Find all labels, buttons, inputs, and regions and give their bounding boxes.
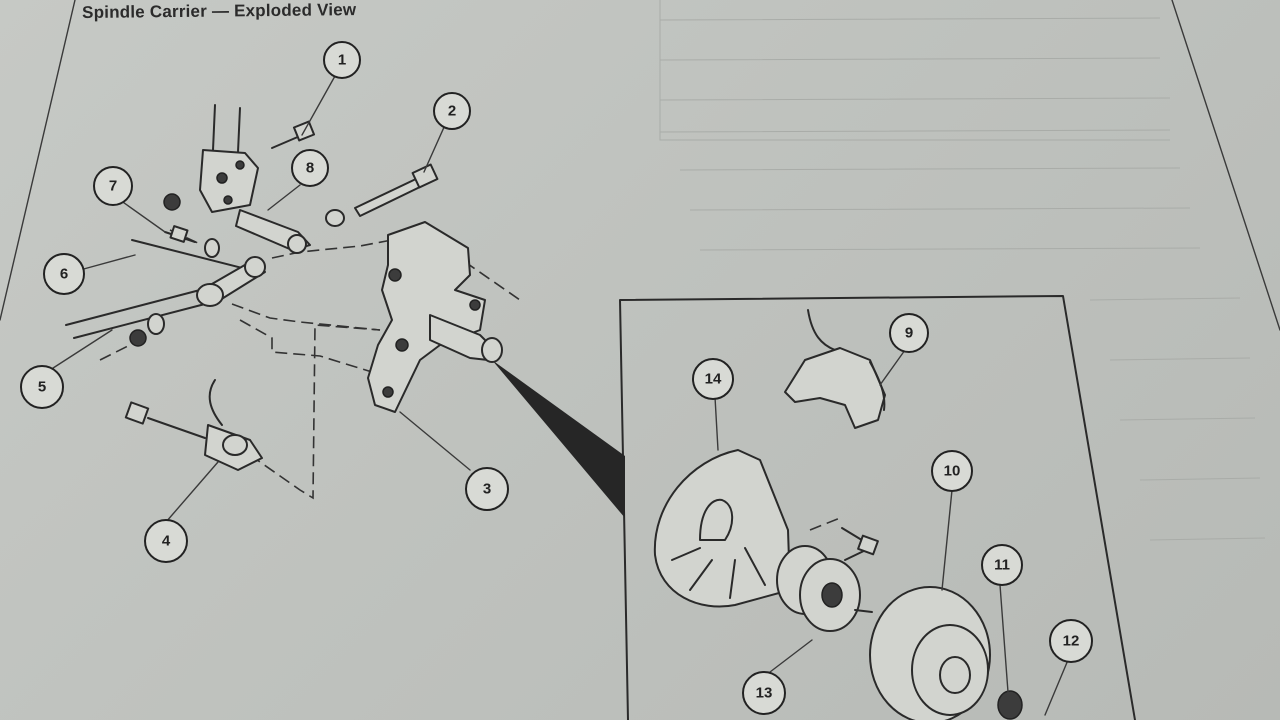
callout-11: 11 — [981, 544, 1023, 586]
nut-bracket — [163, 193, 181, 211]
callout-number-13: 13 — [756, 685, 773, 702]
callout-1: 1 — [323, 41, 361, 79]
callout-number-8: 8 — [306, 160, 314, 177]
callout-circle-14 — [692, 358, 734, 400]
callout-6: 6 — [43, 253, 85, 295]
callout-circle-10 — [931, 450, 973, 492]
callout-number-6: 6 — [60, 266, 68, 283]
callout-circle-2 — [433, 92, 471, 130]
callout-number-9: 9 — [905, 325, 913, 342]
spindle-carrier — [367, 221, 503, 413]
page-border-left — [0, 0, 76, 321]
callout-circle-11 — [981, 544, 1023, 586]
abs-sensor — [124, 379, 263, 471]
callout-circle-7 — [93, 166, 133, 206]
callout-number-14: 14 — [705, 371, 722, 388]
dust-shield — [653, 449, 791, 608]
callout-number-10: 10 — [944, 463, 961, 480]
callout-circle-9 — [889, 313, 929, 353]
callout-number-11: 11 — [994, 557, 1010, 574]
callout-5: 5 — [20, 365, 64, 409]
callout-circle-3 — [465, 467, 509, 511]
callout-14: 14 — [692, 358, 734, 400]
page-border-right — [1171, 0, 1280, 331]
bolt-7 — [164, 225, 220, 258]
callout-13: 13 — [742, 671, 786, 715]
callout-3: 3 — [465, 467, 509, 511]
callout-circle-12 — [1049, 619, 1093, 663]
callout-number-4: 4 — [162, 533, 171, 550]
brake-rotor — [869, 586, 991, 720]
callout-circle-5 — [20, 365, 64, 409]
brake-caliper — [784, 309, 886, 429]
upper-bracket — [199, 104, 259, 213]
callout-number-3: 3 — [483, 481, 491, 498]
callout-circle-4 — [144, 519, 188, 563]
hub-bearing — [776, 527, 879, 632]
callout-4: 4 — [144, 519, 188, 563]
callout-circle-8 — [291, 149, 329, 187]
inset-pointer — [492, 360, 625, 518]
callout-7: 7 — [93, 166, 133, 206]
lower-arm — [65, 239, 266, 339]
callout-number-5: 5 — [38, 379, 46, 396]
hub-nut — [997, 690, 1023, 720]
bleed-through-text — [659, 0, 1266, 541]
callout-9: 9 — [889, 313, 929, 353]
toe-link — [235, 209, 311, 254]
callout-10: 10 — [931, 450, 973, 492]
callout-circle-1 — [323, 41, 361, 79]
long-bolt — [325, 163, 439, 227]
washers-5 — [129, 313, 165, 347]
callout-12: 12 — [1049, 619, 1093, 663]
callout-number-1: 1 — [338, 52, 346, 69]
leader-lines — [49, 75, 1069, 716]
callout-number-7: 7 — [109, 178, 117, 195]
callout-number-12: 12 — [1063, 633, 1080, 650]
callout-circle-6 — [43, 253, 85, 295]
callout-number-2: 2 — [448, 103, 456, 120]
callout-circle-13 — [742, 671, 786, 715]
callout-2: 2 — [433, 92, 471, 130]
callout-8: 8 — [291, 149, 329, 187]
